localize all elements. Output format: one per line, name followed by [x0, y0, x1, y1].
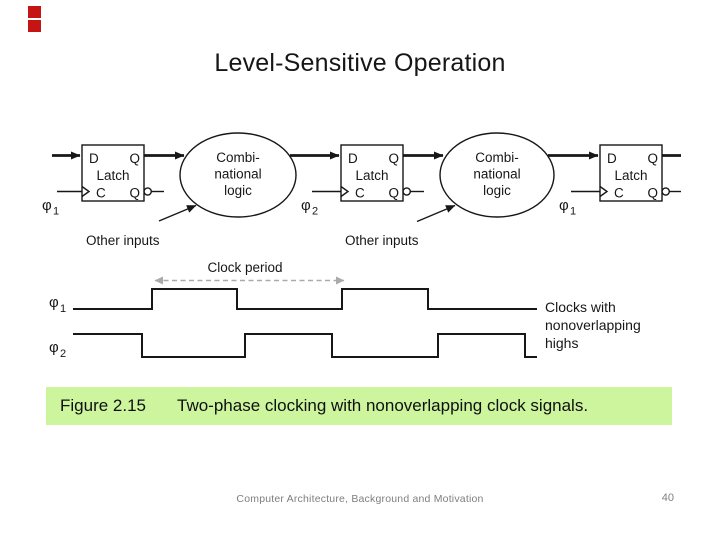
latch1-clock-edge-triangle-icon	[81, 185, 91, 198]
latch1-box	[81, 144, 145, 202]
latch1-phi-subscript: 1	[53, 206, 59, 218]
logic2-line3: logic	[483, 183, 511, 198]
combinational-logic-2: Combi- national logic	[439, 132, 555, 218]
waveform-phi2-symbol: φ	[49, 339, 59, 356]
latch3-qbar-label: Q	[647, 186, 658, 201]
waveform-phi1-symbol: φ	[49, 294, 59, 311]
latch1-qbar-bubble-icon	[143, 187, 152, 196]
logo-square-top-icon	[28, 6, 41, 18]
nonoverlap-annotation-line1: Clocks with	[545, 299, 616, 315]
latch1-q-label: Q	[129, 151, 140, 166]
other-inputs-arrow-2	[416, 204, 456, 223]
latch2-box	[340, 144, 404, 202]
latch3-d-label: D	[607, 151, 617, 166]
latch3-clock-edge-triangle-icon	[599, 185, 609, 198]
logic2-line1: Combi-	[475, 150, 519, 165]
phi1-waveform-trace	[73, 288, 537, 310]
other-inputs-label-1: Other inputs	[86, 233, 160, 248]
latch2-q-label: Q	[388, 151, 399, 166]
latch-block-2: D Q Latch C Q	[340, 144, 424, 202]
logic1-line2: national	[214, 167, 261, 182]
latch-block-3: D Q Latch C Q	[599, 144, 681, 202]
latch-block-1: D Q Latch C Q	[81, 144, 164, 202]
latch2-qbar-bubble-icon	[402, 187, 412, 196]
latch1-name-label: Latch	[96, 168, 129, 183]
latch3-q-label: Q	[647, 151, 658, 166]
figure-caption-text: Two-phase clocking with nonoverlapping c…	[177, 396, 589, 415]
latch2-name-label: Latch	[355, 168, 388, 183]
latch3-qbar-bubble-icon	[661, 187, 671, 196]
waveform-phi1-subscript: 1	[60, 303, 66, 315]
latch3-name-label: Latch	[614, 168, 647, 183]
logic2-line2: national	[473, 167, 520, 182]
slide-title: Level-Sensitive Operation	[214, 49, 506, 77]
logic1-line3: logic	[224, 183, 252, 198]
figure-label: Figure 2.15	[60, 396, 146, 415]
latch2-d-label: D	[348, 151, 358, 166]
logo-square-bottom-icon	[28, 20, 41, 32]
logic2-ellipse	[439, 132, 555, 218]
combinational-logic-1: Combi- national logic	[179, 132, 297, 218]
latch1-qbar-label: Q	[129, 186, 140, 201]
other-inputs-label-2: Other inputs	[345, 233, 419, 248]
logic1-line1: Combi-	[216, 150, 260, 165]
latch2-phi-symbol: φ	[301, 197, 311, 214]
latch3-box	[599, 144, 663, 202]
latch2-clock-edge-triangle-icon	[340, 185, 350, 198]
latch3-phi-subscript: 1	[570, 206, 576, 218]
footer-text: Computer Architecture, Background and Mo…	[236, 493, 484, 505]
latch3-phi-symbol: φ	[559, 197, 569, 214]
latch2-qbar-label: Q	[388, 186, 399, 201]
latch2-c-label: C	[355, 186, 365, 201]
latch2-phi-subscript: 2	[312, 206, 318, 218]
latch3-c-label: C	[614, 186, 624, 201]
phi2-waveform-trace	[73, 333, 537, 358]
slide-logo	[28, 6, 41, 34]
logic1-ellipse	[179, 132, 297, 218]
figure-caption: Figure 2.15 Two-phase clocking with nono…	[46, 387, 672, 425]
latch1-phi-symbol: φ	[42, 197, 52, 214]
page-number: 40	[661, 492, 674, 504]
latch1-c-label: C	[96, 186, 106, 201]
other-inputs-arrow-1	[158, 204, 197, 222]
nonoverlap-annotation-line3: highs	[545, 335, 578, 351]
waveform-phi2-subscript: 2	[60, 348, 66, 360]
latch1-d-label: D	[89, 151, 99, 166]
clock-period-label: Clock period	[207, 260, 282, 275]
nonoverlap-annotation-line2: nonoverlapping	[545, 317, 641, 333]
